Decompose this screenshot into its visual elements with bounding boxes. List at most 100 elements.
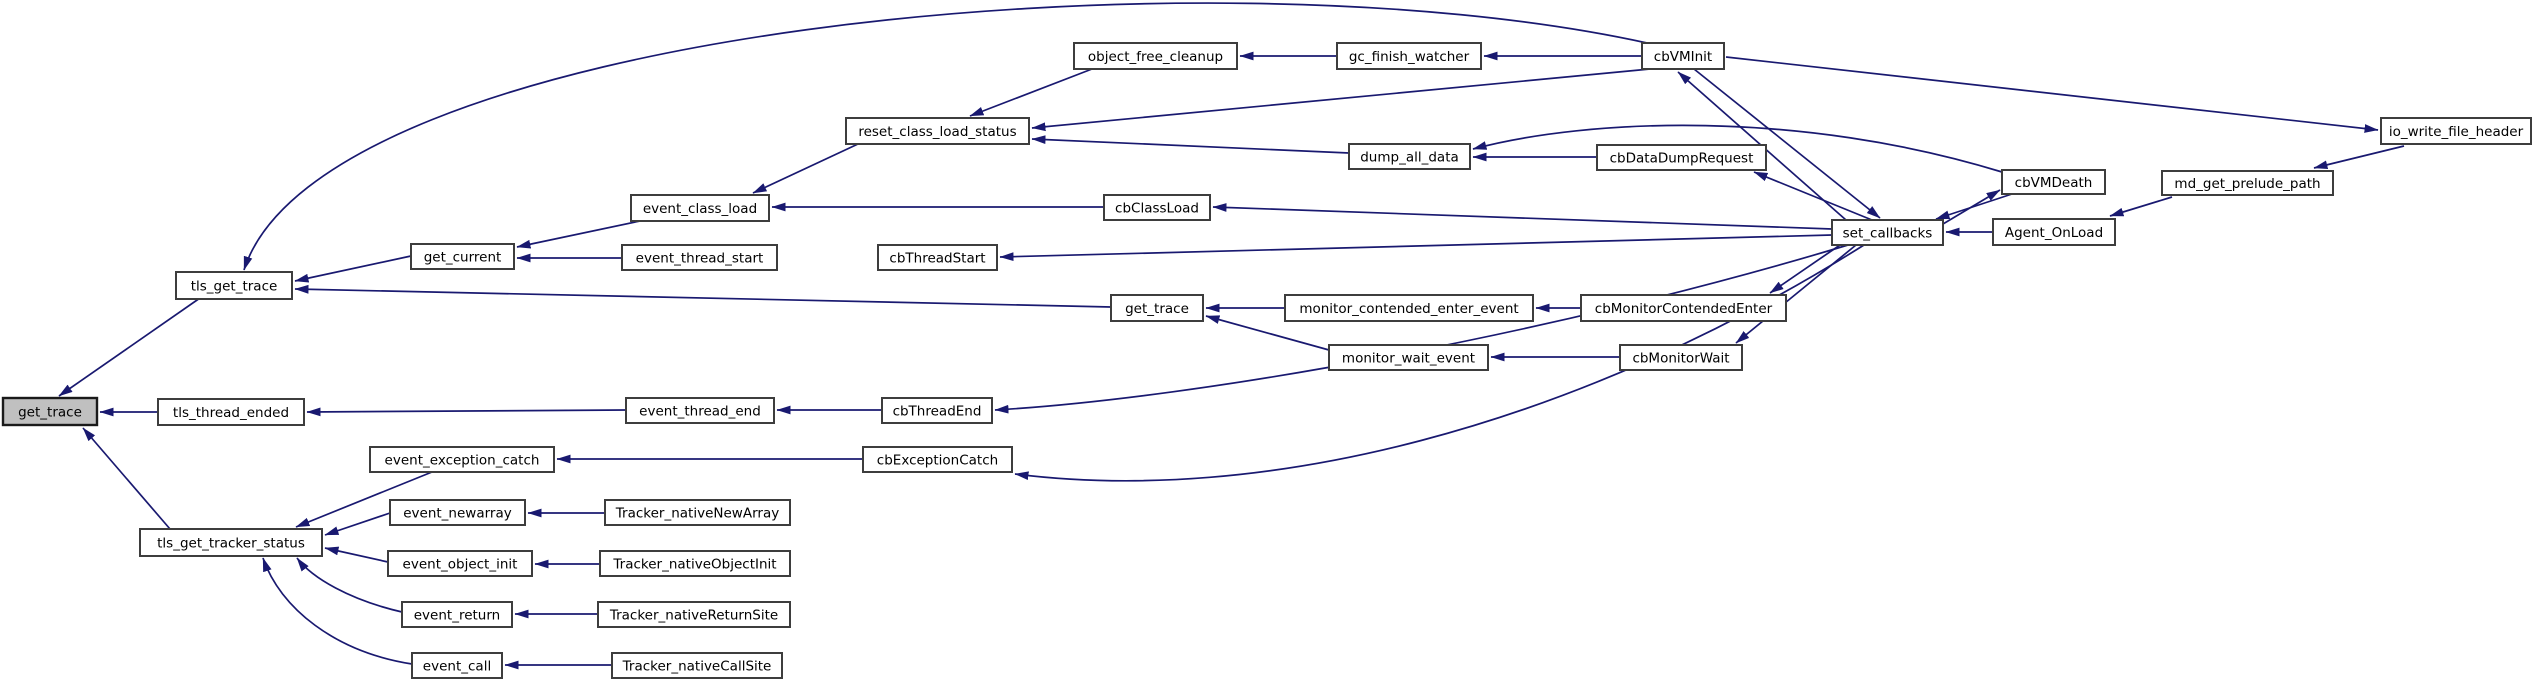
node-box-Tracker_nativeObjectInit[interactable] xyxy=(599,550,791,577)
node-box-cbClassLoad[interactable] xyxy=(1103,194,1211,221)
node-get_trace[interactable]: get_trace xyxy=(1,396,99,427)
node-label-event_exception_catch: event_exception_catch xyxy=(385,452,540,468)
node-get_trace2[interactable]: get_trace xyxy=(1110,294,1204,322)
node-Agent_OnLoad[interactable]: Agent_OnLoad xyxy=(1992,218,2116,246)
node-event_thread_end[interactable]: event_thread_end xyxy=(625,397,775,424)
edge-tls_get_tracker_status-to-get_trace xyxy=(82,427,171,530)
node-io_write_file_header[interactable]: io_write_file_header xyxy=(2380,117,2532,145)
node-cbExceptionCatch[interactable]: cbExceptionCatch xyxy=(862,446,1013,473)
node-cbDataDumpRequest[interactable]: cbDataDumpRequest xyxy=(1596,144,1767,171)
node-gc_finish_watcher[interactable]: gc_finish_watcher xyxy=(1336,42,1482,70)
node-box-get_trace2[interactable] xyxy=(1110,294,1204,322)
node-label-io_write_file_header: io_write_file_header xyxy=(2389,124,2524,140)
node-tls_thread_ended[interactable]: tls_thread_ended xyxy=(157,398,305,426)
node-label-cbThreadEnd: cbThreadEnd xyxy=(893,403,982,419)
node-label-event_thread_start: event_thread_start xyxy=(636,250,764,266)
node-event_thread_start[interactable]: event_thread_start xyxy=(621,244,778,271)
node-label-cbClassLoad: cbClassLoad xyxy=(1115,200,1199,216)
node-object_free_cleanup[interactable]: object_free_cleanup xyxy=(1073,42,1238,70)
node-box-monitor_wait_event[interactable] xyxy=(1328,344,1489,371)
node-box-get_current[interactable] xyxy=(410,243,515,270)
node-box-set_callbacks[interactable] xyxy=(1831,219,1944,246)
node-label-cbVMInit: cbVMInit xyxy=(1654,49,1712,65)
node-label-tls_get_tracker_status: tls_get_tracker_status xyxy=(157,535,305,551)
node-tls_get_tracker_status[interactable]: tls_get_tracker_status xyxy=(139,528,323,557)
node-box-monitor_contended_enter_event[interactable] xyxy=(1284,294,1534,322)
node-box-event_call[interactable] xyxy=(411,652,503,679)
node-dump_all_data[interactable]: dump_all_data xyxy=(1348,143,1471,170)
node-box-cbMonitorContendedEnter[interactable] xyxy=(1580,294,1787,322)
node-Tracker_nativeNewArray[interactable]: Tracker_nativeNewArray xyxy=(604,499,791,526)
node-Tracker_nativeReturnSite[interactable]: Tracker_nativeReturnSite xyxy=(597,601,791,628)
node-Tracker_nativeCallSite[interactable]: Tracker_nativeCallSite xyxy=(611,652,783,679)
node-box-Tracker_nativeReturnSite[interactable] xyxy=(597,601,791,628)
node-box-Tracker_nativeNewArray[interactable] xyxy=(604,499,791,526)
node-label-Tracker_nativeNewArray: Tracker_nativeNewArray xyxy=(615,505,779,521)
node-event_return[interactable]: event_return xyxy=(401,601,513,628)
node-box-object_free_cleanup[interactable] xyxy=(1073,42,1238,70)
node-set_callbacks[interactable]: set_callbacks xyxy=(1831,219,1944,246)
edge-event_newarray-to-tls_get_tracker_status xyxy=(324,512,391,536)
node-monitor_contended_enter_event[interactable]: monitor_contended_enter_event xyxy=(1284,294,1534,322)
node-get_current[interactable]: get_current xyxy=(410,243,515,270)
node-event_newarray[interactable]: event_newarray xyxy=(389,499,526,526)
node-md_get_prelude_path[interactable]: md_get_prelude_path xyxy=(2161,170,2334,196)
node-box-cbVMInit[interactable] xyxy=(1641,42,1725,70)
node-label-Tracker_nativeObjectInit: Tracker_nativeObjectInit xyxy=(612,556,776,572)
edge-get_trace2-to-tls_get_trace xyxy=(294,284,1112,308)
node-tls_get_trace[interactable]: tls_get_trace xyxy=(175,271,293,300)
node-monitor_wait_event[interactable]: monitor_wait_event xyxy=(1328,344,1489,371)
node-cbThreadStart[interactable]: cbThreadStart xyxy=(877,244,998,271)
node-box-get_trace[interactable] xyxy=(1,396,99,427)
node-cbVMInit[interactable]: cbVMInit xyxy=(1641,42,1725,70)
node-reset_class_load_status[interactable]: reset_class_load_status xyxy=(845,117,1030,145)
edge-reset_class_load_status-to-event_class_load xyxy=(752,143,859,194)
node-cbMonitorWait[interactable]: cbMonitorWait xyxy=(1619,344,1743,371)
node-box-cbDataDumpRequest[interactable] xyxy=(1596,144,1767,171)
node-cbThreadEnd[interactable]: cbThreadEnd xyxy=(881,397,993,424)
node-box-cbExceptionCatch[interactable] xyxy=(862,446,1013,473)
node-event_exception_catch[interactable]: event_exception_catch xyxy=(369,446,555,473)
node-event_object_init[interactable]: event_object_init xyxy=(387,550,533,577)
node-event_class_load[interactable]: event_class_load xyxy=(630,194,770,222)
node-box-event_class_load[interactable] xyxy=(630,194,770,222)
edge-set_callbacks-to-cbClassLoad xyxy=(1212,203,1833,230)
edge-monitor_wait_event-to-get_trace2 xyxy=(1205,315,1330,351)
node-box-cbThreadEnd[interactable] xyxy=(881,397,993,424)
node-cbMonitorContendedEnter[interactable]: cbMonitorContendedEnter xyxy=(1580,294,1787,322)
node-box-event_thread_start[interactable] xyxy=(621,244,778,271)
edge-object_free_cleanup-to-reset_class_load_status xyxy=(969,68,1093,117)
node-box-md_get_prelude_path[interactable] xyxy=(2161,170,2334,196)
node-cbVMDeath[interactable]: cbVMDeath xyxy=(2001,169,2106,195)
node-box-event_thread_end[interactable] xyxy=(625,397,775,424)
node-box-dump_all_data[interactable] xyxy=(1348,143,1471,170)
node-box-event_return[interactable] xyxy=(401,601,513,628)
node-box-io_write_file_header[interactable] xyxy=(2380,117,2532,145)
node-box-cbMonitorWait[interactable] xyxy=(1619,344,1743,371)
node-cbClassLoad[interactable]: cbClassLoad xyxy=(1103,194,1211,221)
node-event_call[interactable]: event_call xyxy=(411,652,503,679)
node-box-Agent_OnLoad[interactable] xyxy=(1992,218,2116,246)
node-label-Agent_OnLoad: Agent_OnLoad xyxy=(2005,225,2103,241)
node-label-event_thread_end: event_thread_end xyxy=(639,403,761,419)
edge-io_write_file_header-to-md_get_prelude_path xyxy=(2313,145,2405,170)
node-box-event_object_init[interactable] xyxy=(387,550,533,577)
node-box-Tracker_nativeCallSite[interactable] xyxy=(611,652,783,679)
node-label-event_return: event_return xyxy=(414,607,500,623)
node-box-tls_thread_ended[interactable] xyxy=(157,398,305,426)
node-box-cbVMDeath[interactable] xyxy=(2001,169,2106,195)
edge-event_return-to-tls_get_tracker_status xyxy=(296,557,403,613)
node-label-cbThreadStart: cbThreadStart xyxy=(889,250,985,266)
node-box-cbThreadStart[interactable] xyxy=(877,244,998,271)
node-box-gc_finish_watcher[interactable] xyxy=(1336,42,1482,70)
node-label-Tracker_nativeCallSite: Tracker_nativeCallSite xyxy=(622,658,772,674)
node-box-event_exception_catch[interactable] xyxy=(369,446,555,473)
node-box-reset_class_load_status[interactable] xyxy=(845,117,1030,145)
node-box-tls_get_trace[interactable] xyxy=(175,271,293,300)
node-box-event_newarray[interactable] xyxy=(389,499,526,526)
node-Tracker_nativeObjectInit[interactable]: Tracker_nativeObjectInit xyxy=(599,550,791,577)
node-box-tls_get_tracker_status[interactable] xyxy=(139,528,323,557)
node-label-monitor_wait_event: monitor_wait_event xyxy=(1342,350,1475,366)
